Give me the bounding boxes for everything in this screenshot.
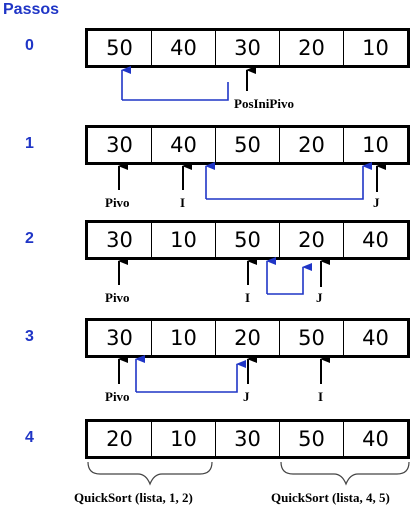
array-cell: 40 [152, 128, 216, 162]
array-cell: 10 [152, 321, 216, 355]
array-cell: 20 [280, 31, 344, 65]
array-cell: 40 [152, 31, 216, 65]
array-cell: 40 [362, 427, 389, 451]
swap-connector [122, 82, 229, 101]
recursive-call-label: QuickSort (lista, 1, 2) [74, 490, 193, 505]
array-cell: 40 [362, 326, 389, 350]
pointer-label: Pivo [105, 195, 130, 210]
pointer-label: J [316, 290, 323, 305]
array-cell: 50 [280, 422, 344, 456]
pointer-label: PosIniPivo [234, 96, 294, 111]
array-cell: 10 [152, 422, 216, 456]
step-number: 3 [25, 328, 34, 345]
array-cell: 10 [362, 36, 389, 60]
array-cell: 50 [88, 31, 152, 65]
array-cell: 50 [216, 128, 280, 162]
pointer-label: Pivo [105, 389, 130, 404]
step-number: 4 [25, 429, 34, 446]
diagram-title: Passos [3, 1, 60, 18]
pointer-label: Pivo [105, 290, 130, 305]
array-cell: 20 [280, 128, 344, 162]
swap-arrow [267, 263, 312, 295]
pointer-label: I [245, 290, 251, 305]
pointer-label: I [318, 389, 324, 404]
array-cell: 30 [88, 128, 152, 162]
array-cell: 10 [362, 133, 389, 157]
swap-arrow [136, 360, 246, 393]
array-cell: 30 [216, 422, 280, 456]
step-number: 2 [25, 230, 34, 247]
step-number: 1 [25, 135, 34, 152]
brace-left [87, 461, 213, 486]
recursive-call-label: QuickSort (lista, 4, 5) [271, 490, 390, 505]
pointer-label: J [373, 195, 380, 210]
swap-arrow [206, 162, 372, 200]
brace-right [280, 461, 410, 486]
array-cell: 50 [216, 223, 280, 257]
array-row: 30 40 50 20 10 [85, 125, 410, 165]
array-cell: 30 [88, 223, 152, 257]
array-cell: 50 [280, 321, 344, 355]
array-cell: 20 [88, 422, 152, 456]
array-cell: 40 [362, 228, 389, 252]
pointer-label: J [243, 389, 250, 404]
array-cell: 30 [216, 31, 280, 65]
array-cell: 10 [152, 223, 216, 257]
array-cell: 30 [88, 321, 152, 355]
step-number: 0 [25, 37, 34, 54]
array-cell: 20 [216, 321, 280, 355]
array-cell: 20 [280, 223, 344, 257]
pointer-label: I [180, 195, 186, 210]
array-row: 20 10 30 50 40 [85, 419, 410, 459]
